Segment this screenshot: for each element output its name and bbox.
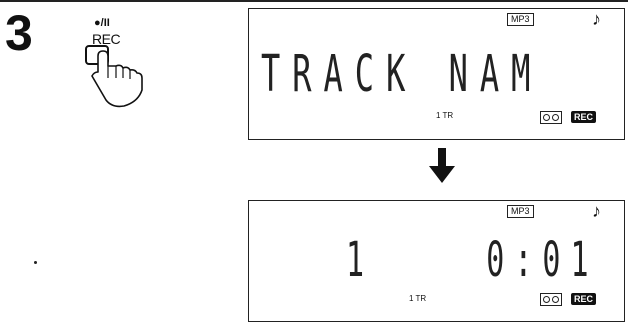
arrow-down-icon bbox=[429, 148, 455, 183]
mp3-badge: MP3 bbox=[507, 13, 534, 26]
segment-display-text: 1 0:01 bbox=[346, 233, 599, 289]
hand-pressing-icon[interactable] bbox=[80, 42, 160, 112]
top-rule bbox=[0, 0, 628, 2]
cassette-icon bbox=[540, 111, 562, 124]
rec-label: REC bbox=[92, 31, 121, 47]
rec-badge: REC bbox=[571, 293, 597, 305]
track-indicator: 1 TR bbox=[409, 294, 427, 303]
step-number: 3 bbox=[5, 5, 33, 61]
mp3-badge: MP3 bbox=[507, 205, 534, 218]
music-note-icon: ♪ bbox=[592, 201, 601, 221]
rec-badge: REC bbox=[571, 111, 597, 123]
display-panel-track-name: MP3 ♪ TRACK NAM 1 TR REC bbox=[248, 8, 625, 140]
segment-display-text: TRACK NAM bbox=[261, 43, 543, 104]
display-panel-time: MP3 ♪ 1 0:01 1 TR REC bbox=[248, 200, 625, 322]
stray-dot bbox=[34, 261, 37, 264]
rec-play-pause-symbol: ●/II bbox=[94, 17, 110, 29]
cassette-icon bbox=[540, 293, 562, 306]
music-note-icon: ♪ bbox=[592, 9, 601, 29]
track-indicator: 1 TR bbox=[436, 111, 454, 120]
